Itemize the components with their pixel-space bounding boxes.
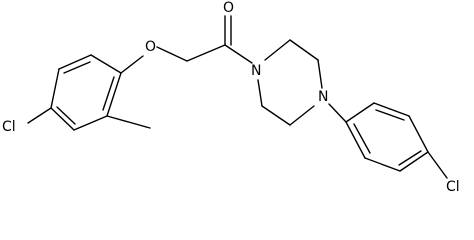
- left-benzene-ring: [50, 54, 122, 131]
- chemical-structure: O O N N Cl Cl: [2, 0, 460, 195]
- bond: [156, 46, 188, 62]
- bond: [264, 39, 291, 61]
- bond: [289, 105, 315, 126]
- ether-oxygen-label: O: [145, 39, 156, 55]
- bond: [289, 39, 319, 61]
- bond: [345, 121, 366, 159]
- bond-double-inner: [353, 123, 371, 154]
- bond: [224, 44, 253, 64]
- chlorine-left-label: Cl: [2, 119, 16, 135]
- bond: [50, 107, 75, 131]
- nitrogen-aryl-label: N: [318, 89, 328, 105]
- carbonyl-oxygen-label: O: [223, 0, 234, 16]
- bond: [317, 59, 323, 89]
- bond: [373, 102, 410, 117]
- bond-double-inner: [56, 106, 76, 125]
- methyl-bond: [106, 115, 151, 129]
- bond-double-inner: [63, 61, 91, 74]
- structure-canvas: O O N N Cl Cl: [2, 0, 460, 195]
- bond: [106, 72, 122, 117]
- bond: [399, 151, 429, 172]
- bond: [90, 54, 122, 74]
- bond: [27, 107, 52, 124]
- bond: [58, 54, 92, 70]
- bond: [257, 79, 263, 107]
- chlorine-right-label: Cl: [446, 179, 460, 195]
- piperazine-ring: [257, 39, 323, 126]
- bond: [328, 103, 347, 123]
- bond: [364, 157, 401, 172]
- bond: [345, 102, 375, 123]
- bond: [73, 115, 108, 131]
- bond: [186, 44, 226, 62]
- bond-double-inner: [375, 109, 405, 121]
- bond: [408, 115, 429, 153]
- bond-double-inner: [102, 76, 115, 111]
- bond: [261, 105, 291, 126]
- bond-double-inner: [398, 150, 422, 166]
- bond: [120, 55, 144, 74]
- nitrogen-amide-label: N: [251, 63, 261, 79]
- bond: [50, 68, 60, 109]
- bond: [427, 151, 448, 179]
- right-benzene-ring: [345, 102, 429, 172]
